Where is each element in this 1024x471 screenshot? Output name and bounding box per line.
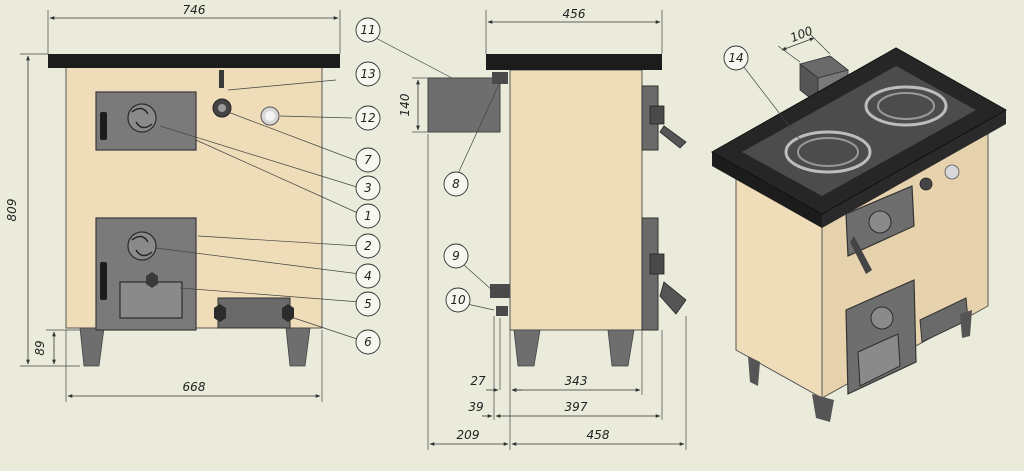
callout-3: 3 xyxy=(355,175,381,201)
callout-7: 7 xyxy=(355,147,381,173)
dim-side-209: 209 xyxy=(457,428,480,442)
callout-14: 14 xyxy=(723,45,749,71)
callout-label: 4 xyxy=(364,269,372,283)
callout-label: 6 xyxy=(364,335,372,349)
callout-2: 2 xyxy=(355,233,381,259)
dim-side-397: 397 xyxy=(565,400,588,414)
dim-front-leg-height: 89 xyxy=(33,340,47,355)
dim-side-top-width: 456 xyxy=(563,7,586,21)
callout-label: 5 xyxy=(364,297,372,311)
callout-10: 10 xyxy=(445,287,471,313)
callout-label: 14 xyxy=(728,51,743,65)
dim-side-27: 27 xyxy=(470,374,486,388)
front-view xyxy=(48,54,340,367)
side-view xyxy=(427,54,687,367)
callout-4: 4 xyxy=(355,263,381,289)
callout-12: 12 xyxy=(355,105,381,131)
callout-label: 13 xyxy=(360,67,375,81)
dim-side-flue-height: 140 xyxy=(398,93,412,116)
callout-label: 9 xyxy=(452,249,460,263)
front-dimensions: 746 809 89 668 xyxy=(5,3,341,402)
callout-label: 3 xyxy=(364,181,372,195)
dim-side-39: 39 xyxy=(468,400,483,414)
side-dimensions: 456 140 27 343 39 397 209 458 xyxy=(398,7,687,450)
callout-label: 2 xyxy=(364,239,372,253)
isometric-view xyxy=(710,47,1008,422)
callout-label: 10 xyxy=(450,293,466,307)
dim-front-base-width: 668 xyxy=(183,380,206,394)
callout-label: 12 xyxy=(360,111,375,125)
callout-leaders xyxy=(155,35,801,341)
callout-label: 8 xyxy=(452,177,460,191)
callout-label: 1 xyxy=(364,209,372,223)
dim-iso-flue: 100 xyxy=(788,23,815,45)
dim-front-top-width: 746 xyxy=(183,3,206,17)
dim-front-height: 809 xyxy=(5,199,19,222)
dim-side-343: 343 xyxy=(565,374,588,388)
callout-1: 1 xyxy=(355,203,381,229)
callout-11: 11 xyxy=(355,17,381,43)
callout-6: 6 xyxy=(355,329,381,355)
dim-side-458: 458 xyxy=(587,428,610,442)
callout-label: 11 xyxy=(360,23,375,37)
callout-label: 7 xyxy=(364,153,372,167)
callout-8: 8 xyxy=(443,171,469,197)
callout-13: 13 xyxy=(355,61,381,87)
callout-5: 5 xyxy=(355,291,381,317)
callout-9: 9 xyxy=(443,243,469,269)
iso-dimensions: 100 xyxy=(777,23,831,63)
